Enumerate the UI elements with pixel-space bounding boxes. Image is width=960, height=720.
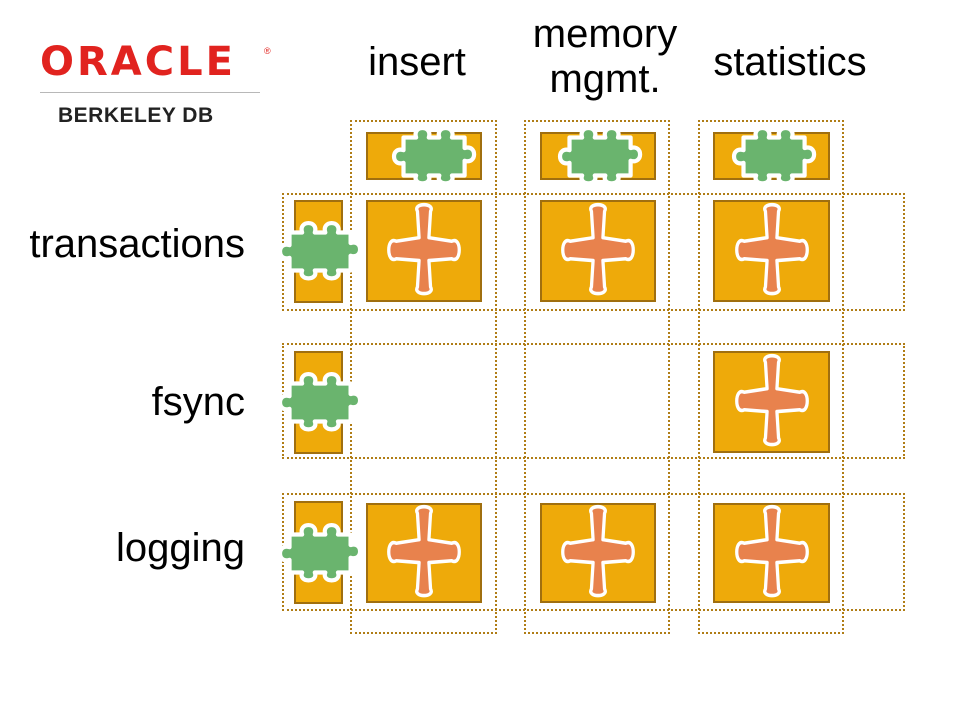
orange-cross-piece-icon — [731, 202, 813, 296]
orange-cross-piece-icon — [731, 353, 813, 447]
orange-cross-piece-icon — [557, 202, 639, 296]
column-group-insert — [350, 120, 497, 634]
column-header-insert: insert — [368, 40, 466, 84]
column-header-statistics: statistics — [713, 40, 867, 84]
orange-cross-piece-icon — [383, 202, 465, 296]
row-header-fsync: fsync — [151, 380, 245, 424]
green-puzzle-piece-icon — [380, 127, 486, 186]
logo-divider — [40, 92, 260, 93]
orange-cross-piece-icon — [383, 504, 465, 598]
oracle-wordmark: ORACLE — [40, 39, 236, 85]
column-group-statistics — [698, 120, 844, 634]
oracle-berkeley-db-logo: ORACLE ® BERKELEY DB — [40, 39, 271, 140]
registered-mark: ® — [264, 46, 271, 56]
green-puzzle-piece-icon — [266, 373, 372, 432]
green-puzzle-piece-icon — [720, 127, 826, 186]
green-puzzle-piece-icon — [546, 127, 652, 186]
orange-cross-piece-icon — [731, 504, 813, 598]
orange-cross-piece-icon — [557, 504, 639, 598]
green-puzzle-piece-icon — [266, 524, 372, 583]
row-header-logging: logging — [115, 526, 245, 570]
green-puzzle-piece-icon — [266, 222, 372, 281]
row-header-transactions: transactions — [29, 222, 245, 266]
berkeley-db-wordmark: BERKELEY DB — [58, 104, 214, 127]
column-header-memory-mgmt: memory mgmt. — [532, 12, 678, 101]
column-group-memory-mgmt — [524, 120, 670, 634]
